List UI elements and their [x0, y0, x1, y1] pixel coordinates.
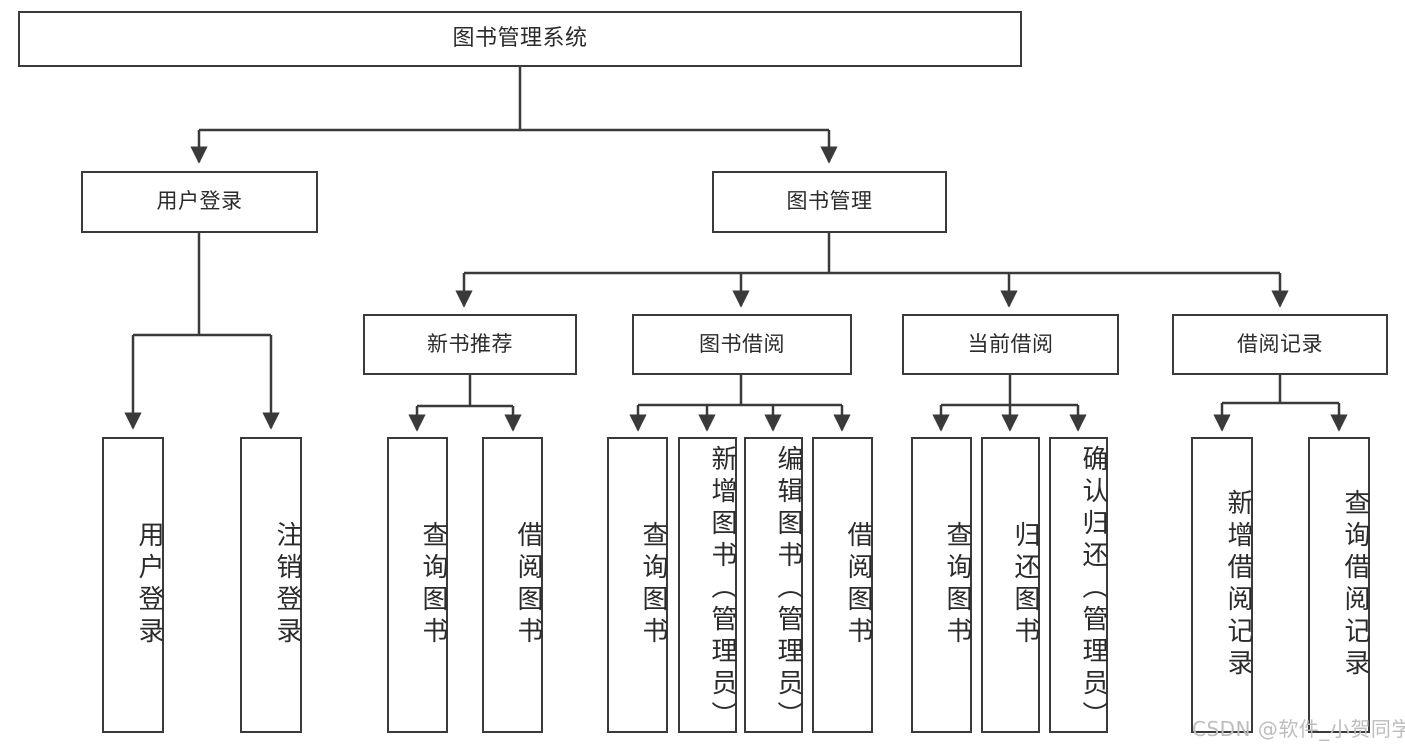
node-book-borrow-label: 图书借阅 — [699, 331, 785, 356]
node-leaf-confirm-return[interactable]: 确认归还（管理员） — [1049, 437, 1108, 733]
node-leaf-add-record[interactable]: 新增借阅记录 — [1191, 437, 1253, 733]
node-current-borrow[interactable]: 当前借阅 — [902, 314, 1119, 375]
node-leaf-user-login[interactable]: 用户登录 — [102, 437, 164, 733]
node-leaf-add-book[interactable]: 新增图书（管理员） — [678, 437, 737, 733]
node-root-label: 图书管理系统 — [452, 25, 588, 51]
node-user-login[interactable]: 用户登录 — [81, 171, 318, 233]
node-leaf-query-book-3-label: 查询图书 — [942, 521, 972, 649]
node-leaf-query-record-label: 查询借阅记录 — [1340, 489, 1370, 681]
node-leaf-borrow-book-2-label: 借阅图书 — [843, 521, 873, 649]
node-new-book-recommend[interactable]: 新书推荐 — [363, 314, 577, 375]
node-book-management[interactable]: 图书管理 — [712, 171, 947, 233]
csdn-watermark: CSDN @软件_小贺同学 — [1192, 717, 1405, 741]
node-leaf-query-book-2[interactable]: 查询图书 — [607, 437, 668, 733]
node-current-borrow-label: 当前借阅 — [967, 331, 1054, 356]
node-leaf-return-book-label: 归还图书 — [1010, 521, 1040, 649]
node-leaf-add-book-label: 新增图书（管理员） — [707, 445, 737, 733]
node-root[interactable]: 图书管理系统 — [18, 11, 1022, 67]
node-user-login-label: 用户登录 — [156, 189, 243, 214]
node-book-management-label: 图书管理 — [786, 189, 873, 214]
node-new-book-recommend-label: 新书推荐 — [427, 331, 513, 356]
node-leaf-edit-book[interactable]: 编辑图书（管理员） — [744, 437, 803, 733]
node-borrow-record-label: 借阅记录 — [1237, 331, 1323, 356]
node-book-borrow[interactable]: 图书借阅 — [632, 314, 852, 375]
node-leaf-query-book-3[interactable]: 查询图书 — [911, 437, 972, 733]
node-leaf-user-logout[interactable]: 注销登录 — [240, 437, 302, 733]
node-leaf-query-record[interactable]: 查询借阅记录 — [1308, 437, 1370, 733]
node-leaf-return-book[interactable]: 归还图书 — [981, 437, 1040, 733]
node-leaf-query-book-2-label: 查询图书 — [638, 521, 668, 649]
node-leaf-query-book-1-label: 查询图书 — [418, 521, 448, 649]
node-leaf-confirm-return-label: 确认归还（管理员） — [1078, 445, 1108, 733]
node-leaf-add-record-label: 新增借阅记录 — [1223, 489, 1253, 681]
node-leaf-edit-book-label: 编辑图书（管理员） — [773, 445, 803, 733]
node-leaf-user-login-label: 用户登录 — [134, 521, 164, 649]
node-leaf-query-book-1[interactable]: 查询图书 — [387, 437, 448, 733]
node-leaf-borrow-book-1[interactable]: 借阅图书 — [482, 437, 543, 733]
node-leaf-borrow-book-2[interactable]: 借阅图书 — [812, 437, 873, 733]
node-leaf-user-logout-label: 注销登录 — [272, 521, 302, 649]
node-leaf-borrow-book-1-label: 借阅图书 — [513, 521, 543, 649]
node-borrow-record[interactable]: 借阅记录 — [1172, 314, 1388, 375]
